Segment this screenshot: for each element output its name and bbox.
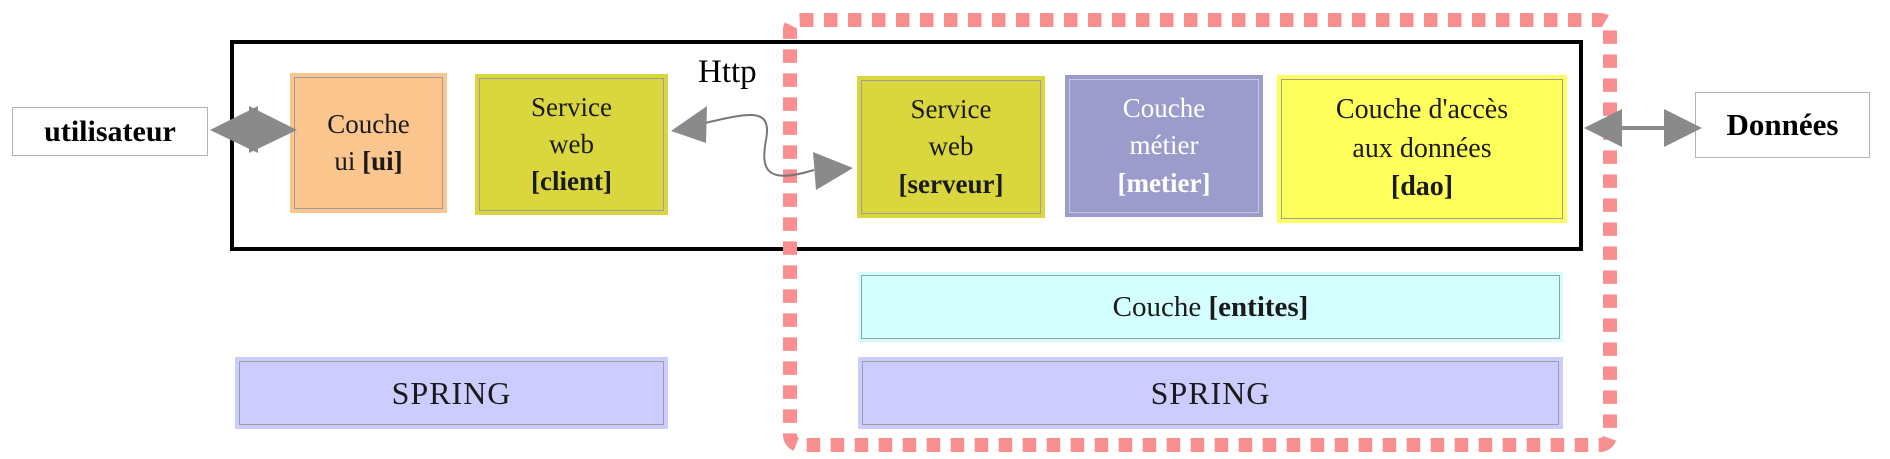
spring-left-label: SPRING (391, 374, 512, 411)
dao-line3: [dao] (1390, 171, 1454, 203)
metier-line2: métier (1129, 130, 1199, 161)
couche-entites-box: Couche [entites] (858, 272, 1563, 342)
entites-label: Couche [entites] (1112, 290, 1309, 323)
spring-left-box: SPRING (235, 357, 668, 429)
serveur-line2: web (928, 131, 974, 162)
couche-ui-line2: ui [ui] (334, 146, 403, 176)
couche-ui-box: Couche ui [ui] (290, 73, 447, 213)
donnees-box: Données (1695, 92, 1870, 158)
http-label: Http (698, 54, 757, 90)
donnees-label: Données (1726, 107, 1839, 142)
metier-line1: Couche (1122, 93, 1206, 124)
service-web-serveur-box: Service web [serveur] (857, 76, 1045, 218)
user-label: utilisateur (44, 114, 176, 148)
dao-line2: aux données (1352, 132, 1492, 164)
couche-ui-line1: Couche (327, 108, 410, 139)
dao-line1: Couche d'accès (1335, 94, 1509, 126)
spring-right-label: SPRING (1150, 374, 1271, 411)
serveur-line1: Service (910, 94, 992, 125)
client-line2: web (549, 128, 594, 159)
user-box: utilisateur (12, 107, 208, 156)
metier-line3: [metier] (1117, 167, 1211, 198)
data-double-arrow (1584, 109, 1702, 147)
client-line1: Service (531, 91, 612, 122)
service-web-client-box: Service web [client] (475, 74, 668, 215)
spring-right-box: SPRING (858, 357, 1563, 429)
couche-metier-box: Couche métier [metier] (1065, 75, 1263, 217)
client-line3: [client] (531, 166, 612, 197)
couche-dao-box: Couche d'accès aux données [dao] (1277, 75, 1567, 223)
serveur-line3: [serveur] (898, 168, 1004, 199)
